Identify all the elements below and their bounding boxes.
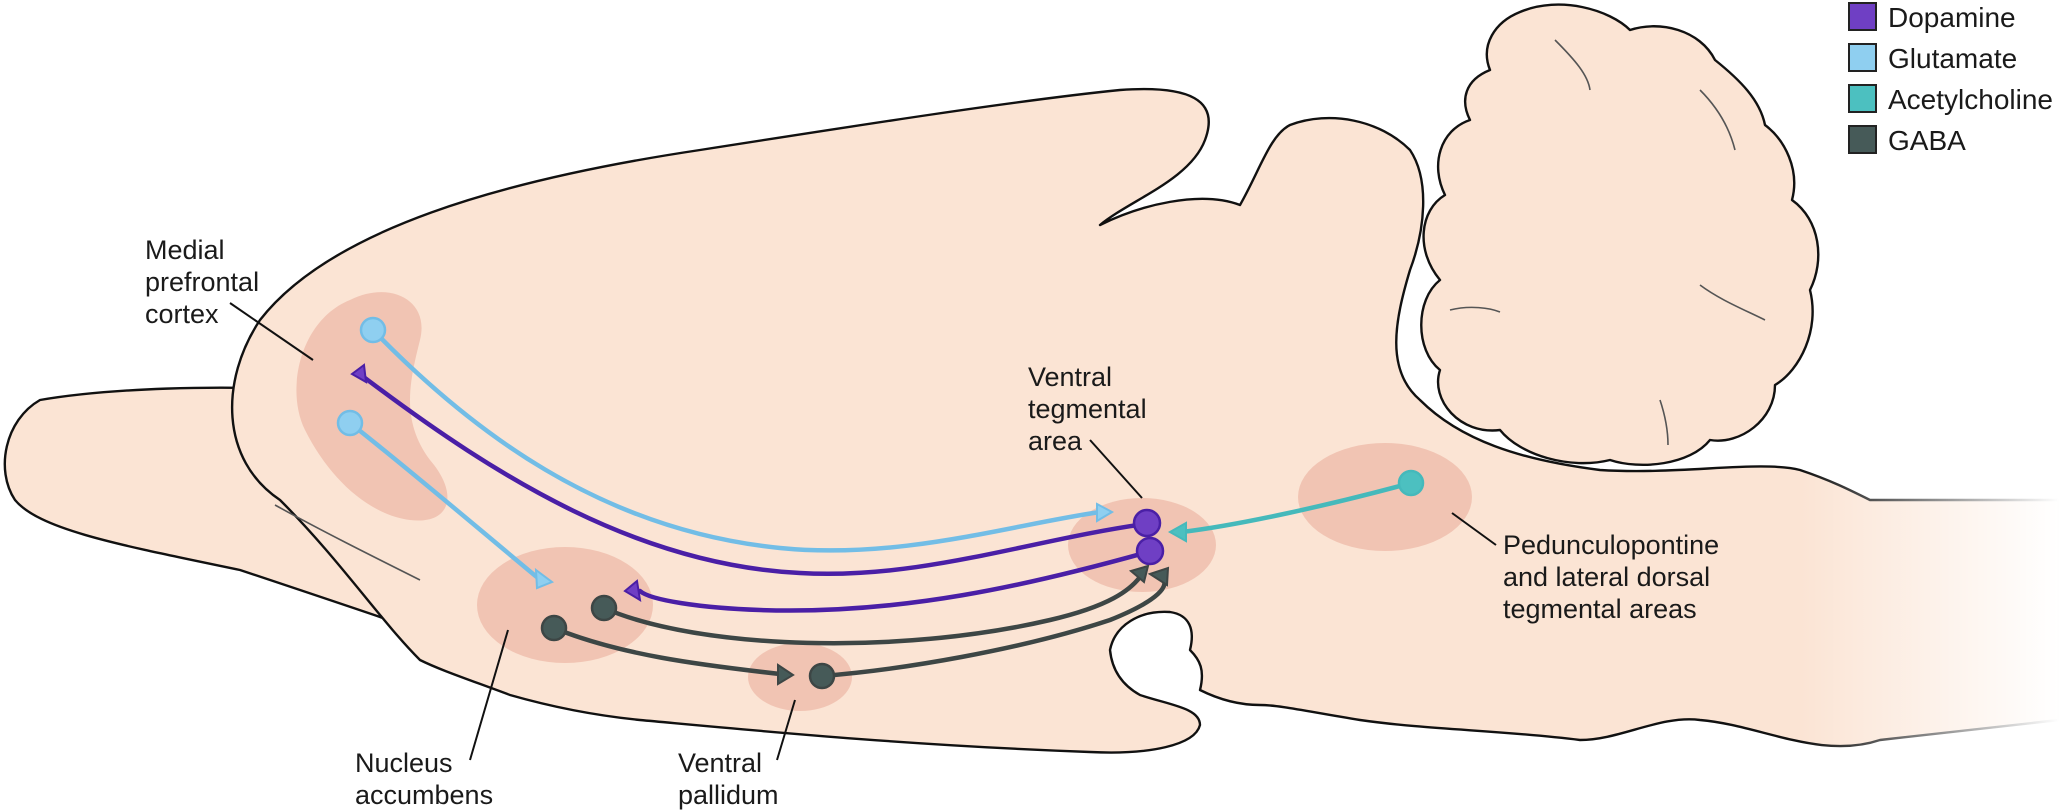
glutamate-soma-mpfc-lower	[336, 409, 364, 437]
leader-lines	[229, 302, 1497, 761]
glutamate-terminal-vta	[1096, 502, 1115, 523]
dopamine-path-vta-nacc	[637, 549, 1151, 613]
legend-swatch-gaba	[1848, 125, 1877, 154]
legend-label-glutamate: Glutamate	[1888, 43, 2017, 74]
legend-swatch-acetylcholine	[1848, 84, 1877, 113]
vp-label-line-1: Ventral	[678, 748, 762, 778]
pathways	[336, 316, 1425, 690]
acetylcholine-terminal-vta	[1167, 521, 1187, 543]
dopamine-path-vta-mpfc	[362, 375, 1148, 576]
dopamine-soma-vta-upper	[1132, 508, 1162, 538]
cerebellum-fold-2	[1699, 89, 1736, 151]
mpfc-label-line-2: prefrontal	[145, 267, 259, 297]
ppt-label-line-3: tegmental areas	[1503, 594, 1697, 624]
mpfc-label-line-3: cortex	[145, 299, 219, 329]
gaba-soma-vp	[808, 662, 836, 690]
gaba-terminal-vp	[777, 663, 795, 686]
glutamate-path-mpfc-vta	[370, 327, 1103, 553]
mpfc-label-line-1: Medial	[145, 235, 225, 265]
nacc-label-line-2: accumbens	[355, 780, 493, 810]
vta-label-line-3: area	[1028, 426, 1083, 456]
vta-label-line-2: tegmental	[1028, 394, 1147, 424]
cerebellum-fold-5	[1659, 399, 1669, 446]
legend-swatch-glutamate	[1848, 43, 1877, 72]
glutamate-terminal-nacc	[534, 567, 555, 590]
gaba-soma-nacc-upper	[590, 594, 618, 622]
dopamine-terminal-nacc	[623, 579, 642, 602]
gaba-terminal-vta-from-vp	[1147, 566, 1170, 587]
cerebellum-fold-3	[1699, 284, 1766, 321]
ppt-label: Pedunculopontine and lateral dorsal tegm…	[1503, 530, 1727, 624]
mpfc-label: Medial prefrontal cortex	[145, 235, 267, 329]
nacc-leader	[469, 629, 509, 761]
brain-outline	[3, 3, 2059, 760]
nacc-region	[477, 547, 653, 663]
vp-label-line-2: pallidum	[678, 780, 779, 810]
dopamine-terminal-mpfc	[350, 363, 368, 384]
glutamate-path-mpfc-nacc	[347, 420, 541, 581]
cortex-fold	[274, 504, 421, 581]
gaba-path-nacc-vp	[551, 625, 783, 677]
ppt-region	[1298, 443, 1472, 551]
dopamine-soma-vta-lower	[1135, 536, 1165, 566]
legend-label-acetylcholine: Acetylcholine	[1888, 84, 2053, 115]
cerebellum-fold-1	[1554, 39, 1591, 91]
vta-label-line-1: Ventral	[1028, 362, 1112, 392]
gaba-terminal-vta-from-nacc	[1128, 564, 1150, 584]
legend-label-gaba: GABA	[1888, 125, 1966, 156]
nacc-label-line-1: Nucleus	[355, 748, 453, 778]
acetylcholine-path-ppt-vta	[1179, 480, 1414, 535]
ppt-label-line-2: and lateral dorsal	[1503, 562, 1710, 592]
gaba-soma-nacc-lower	[540, 614, 568, 642]
legend-label-dopamine: Dopamine	[1888, 2, 2016, 33]
gaba-path-vp-vta	[819, 575, 1167, 679]
acetylcholine-soma-ppt	[1397, 469, 1425, 497]
legend: Dopamine Glutamate Acetylcholine GABA	[1848, 2, 2053, 156]
vta-leader	[1089, 439, 1143, 499]
vp-label: Ventral pallidum	[678, 748, 779, 810]
nacc-label: Nucleus accumbens	[355, 748, 493, 810]
brainstem-fade	[1800, 440, 2059, 760]
gaba-path-nacc-vta	[601, 574, 1143, 646]
cerebellum-fold-4	[1449, 306, 1501, 313]
vta-label: Ventral tegmental area	[1028, 362, 1154, 456]
vp-region	[748, 643, 852, 711]
mpfc-leader	[229, 302, 314, 361]
mpfc-region	[296, 292, 448, 521]
ppt-label-line-1: Pedunculopontine	[1503, 530, 1719, 560]
ppt-leader	[1451, 512, 1497, 546]
glutamate-soma-mpfc-upper	[359, 316, 387, 344]
cerebellum	[1420, 3, 1820, 466]
vp-leader	[776, 699, 796, 761]
legend-swatch-dopamine	[1848, 2, 1877, 31]
